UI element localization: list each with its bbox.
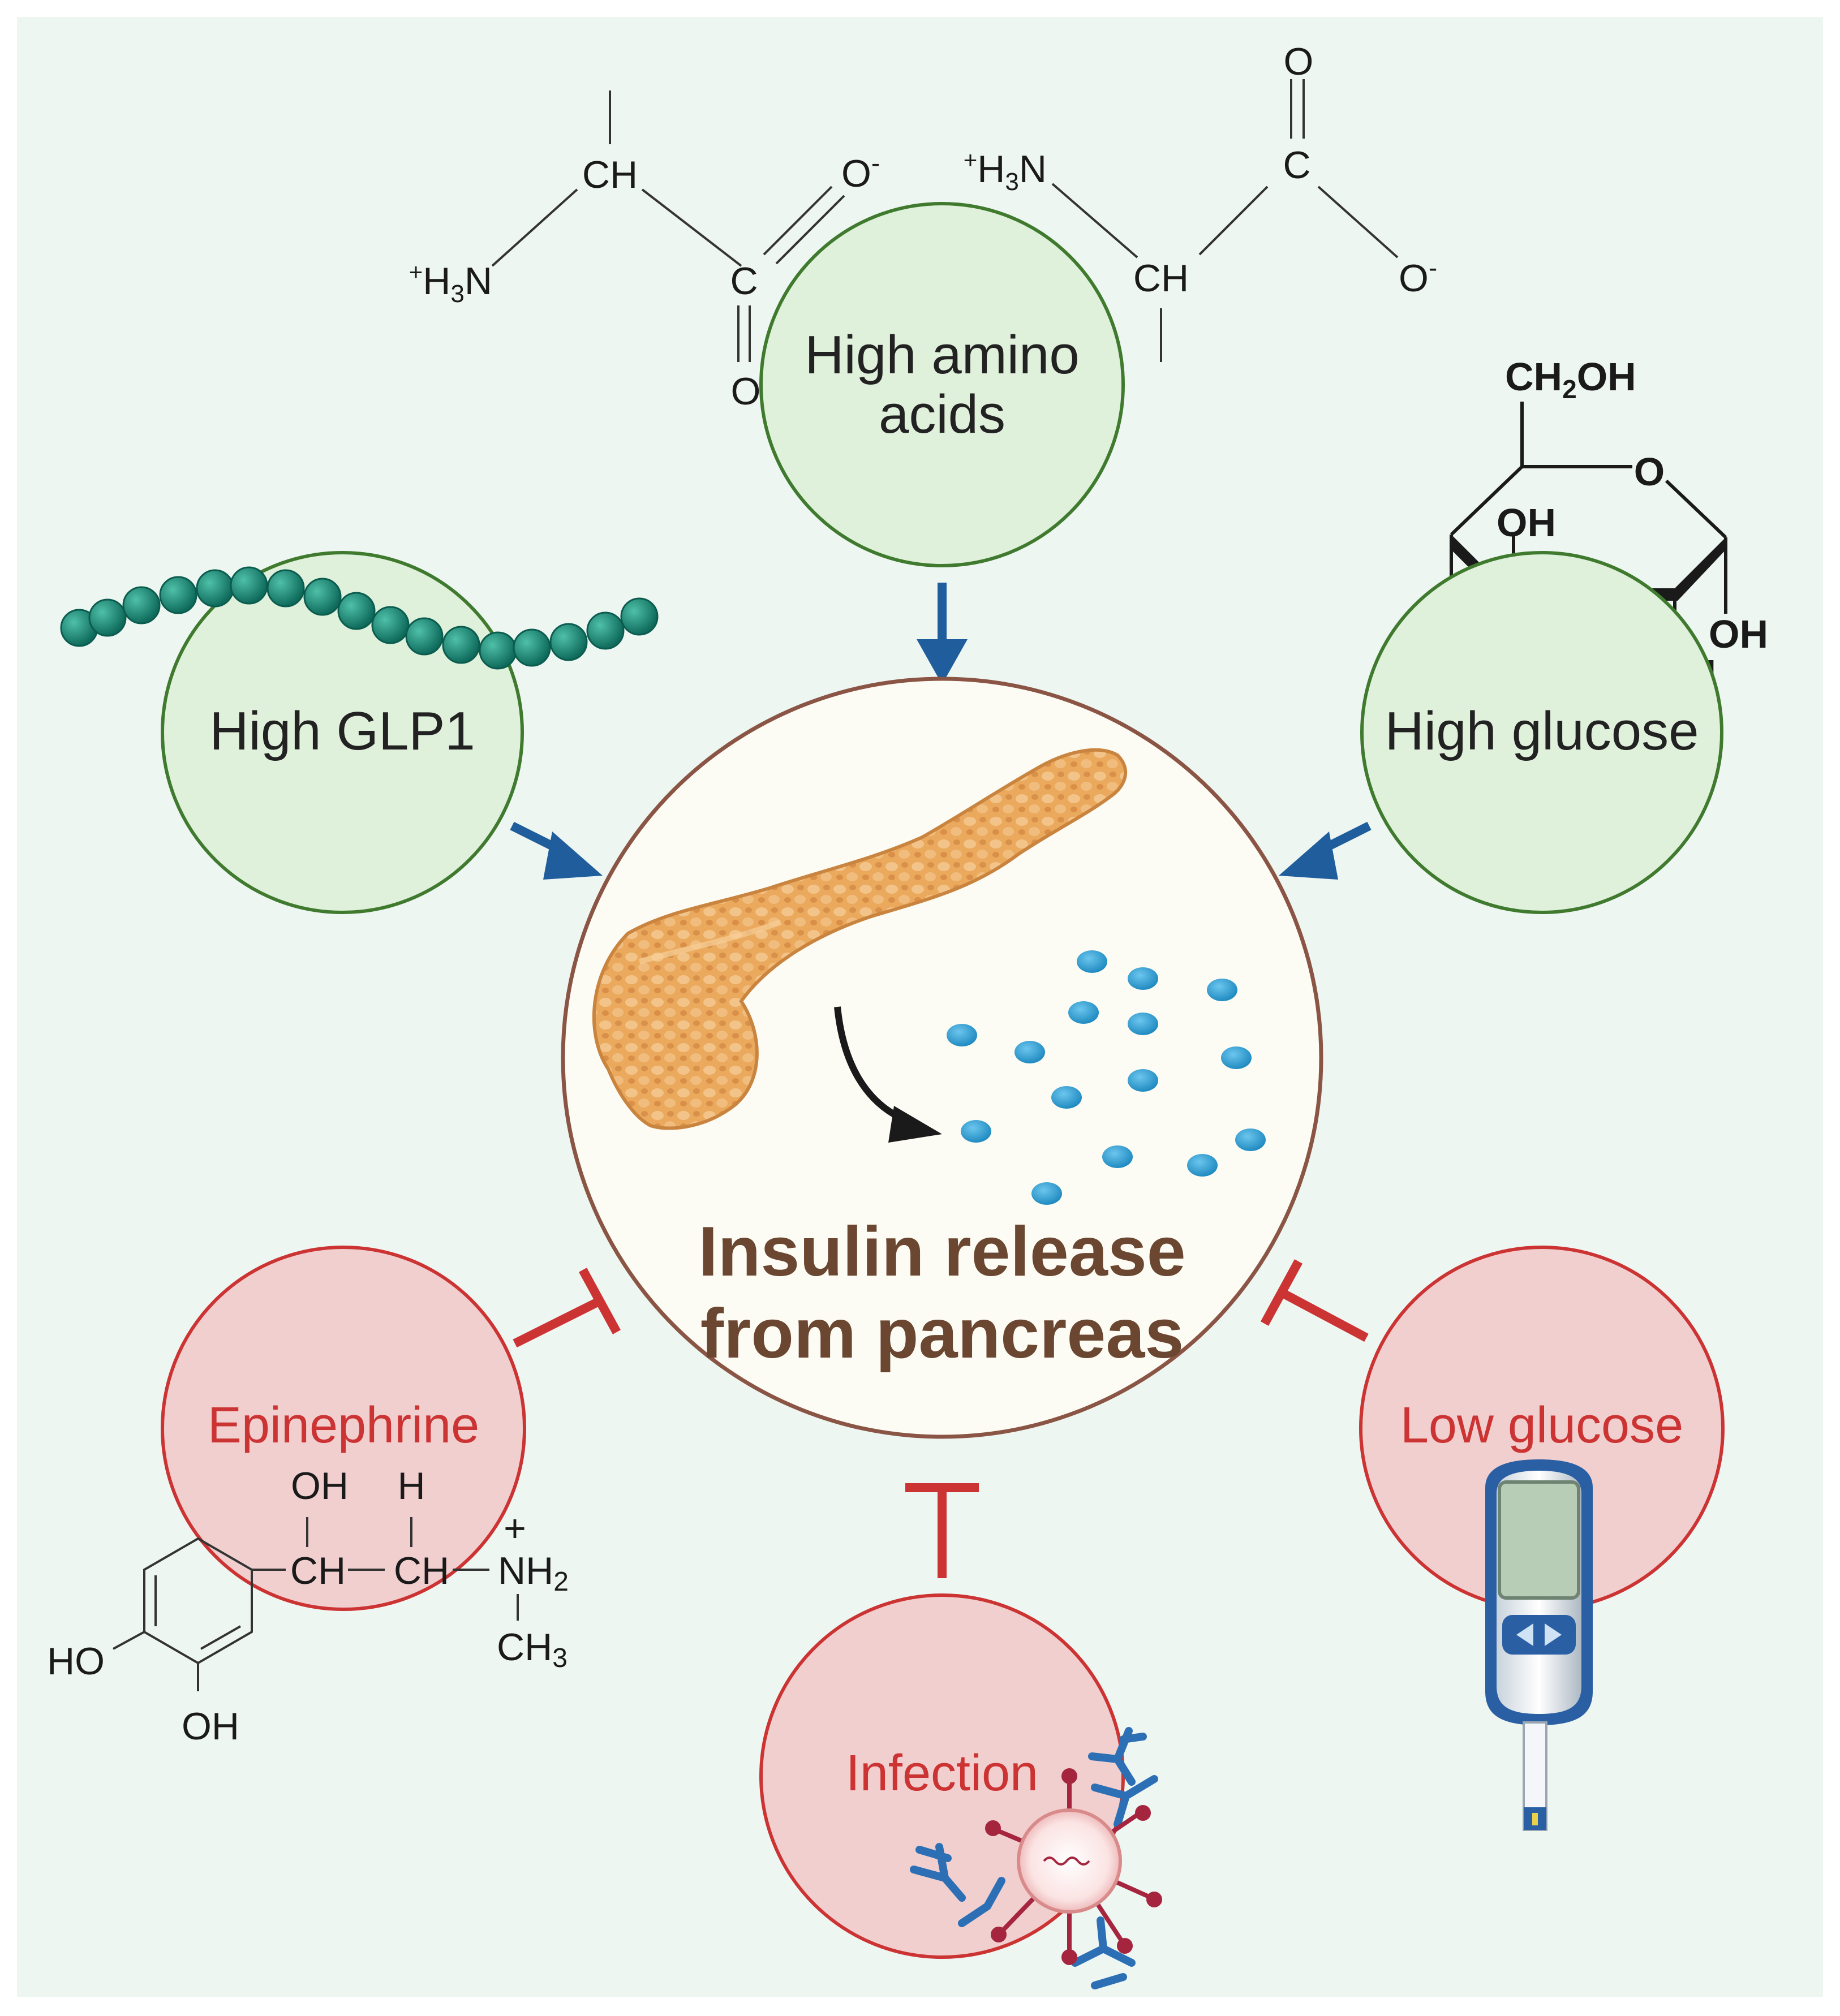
aa1-ch-label: CH	[582, 153, 638, 196]
aa2-ch-label: CH	[1133, 257, 1189, 300]
high-glp1-label: High GLP1	[209, 701, 475, 761]
epinephrine-label: Epinephrine	[208, 1397, 479, 1454]
arrow-glucose-to-center	[1279, 821, 1372, 880]
virus-antibody-icon	[910, 1727, 1162, 1989]
peptide-bead	[122, 586, 161, 624]
aa1-c-label: C	[730, 260, 758, 303]
glucose-ch2oh-label: CH2OH	[1505, 355, 1636, 404]
insulin-granule	[1102, 1145, 1133, 1168]
high-amino-acids-label-line2: acids	[879, 384, 1005, 445]
glucometer-screen	[1498, 1480, 1580, 1600]
peptide-bead	[196, 569, 234, 608]
peptide-bead	[513, 628, 551, 667]
epi-plus-label: +	[504, 1507, 526, 1550]
epinephrine-circle	[161, 1246, 526, 1611]
epi-ch1-label: CH	[290, 1549, 346, 1592]
epi-oh-bottom-label: OH	[182, 1705, 239, 1748]
secretion-curved-arrow	[834, 1006, 942, 1143]
center-title-line1: Insulin release	[698, 1213, 1186, 1291]
peptide-bead	[586, 611, 625, 650]
low-glucose-label: Low glucose	[1400, 1397, 1683, 1454]
inhibit-infection-to-center	[905, 1483, 979, 1578]
peptide-bead	[266, 569, 305, 608]
peptide-bead	[337, 592, 376, 630]
peptide-bead	[620, 597, 659, 636]
inhibit-low-glucose-to-center	[1260, 1259, 1369, 1342]
inhibit-bars	[513, 1259, 1369, 1578]
insulin-granule	[1068, 1001, 1099, 1024]
insulin-granule	[1128, 1013, 1158, 1035]
peptide-chain-icon	[60, 566, 659, 670]
epi-ch2-label: CH	[394, 1549, 449, 1592]
peptide-bead	[159, 576, 197, 614]
peptide-bead	[442, 626, 480, 664]
peptide-bead	[88, 598, 127, 637]
glucometer-icon	[1485, 1459, 1593, 1831]
aa2-c-label: C	[1283, 144, 1310, 187]
virus-body	[1017, 1808, 1122, 1914]
insulin-granule	[1051, 1086, 1082, 1109]
peptide-bead	[230, 566, 268, 605]
antibodies	[910, 1727, 1158, 1989]
high-amino-acids-label-line1: High amino	[805, 325, 1080, 385]
aa2-o-top-label: O	[1284, 40, 1314, 83]
epi-ho-label: HO	[47, 1640, 105, 1683]
insulin-granule	[1221, 1046, 1252, 1069]
insulin-granule	[1187, 1154, 1218, 1177]
insulin-granule	[947, 1024, 977, 1046]
insulin-granule	[1128, 1069, 1158, 1092]
glucometer-button-panel	[1502, 1615, 1576, 1655]
insulin-granule	[961, 1120, 991, 1143]
peptide-bead	[405, 617, 444, 656]
center-title-line2: from pancreas	[700, 1295, 1184, 1373]
amino-acid-structures-icon: CH +H3N C O- O +H3N C O CH O-	[409, 40, 1437, 413]
aa2-h3n-label: +H3N	[964, 147, 1047, 196]
peptide-bead	[371, 606, 410, 644]
aa2-o-minus-label: O-	[1399, 253, 1437, 300]
peptide-bead	[549, 623, 588, 661]
glucose-ring-o-label: O	[1634, 450, 1665, 494]
insulin-granule	[1128, 967, 1158, 990]
high-glucose-label: High glucose	[1385, 701, 1699, 761]
aa1-h3n-label: +H3N	[409, 259, 492, 308]
glucometer-right-button	[1545, 1623, 1562, 1646]
pancreas-icon	[592, 748, 1128, 1130]
aa1-o-label: O	[731, 370, 761, 413]
epi-nh2-label: NH2	[498, 1549, 569, 1597]
inhibit-epinephrine-to-center	[513, 1268, 621, 1348]
arrow-amino-to-center	[917, 583, 968, 684]
insulin-granule	[1014, 1041, 1045, 1063]
insulin-granule	[1207, 979, 1237, 1001]
glucose-oh-1-label: OH	[1497, 501, 1556, 545]
glucometer-left-button	[1516, 1623, 1533, 1646]
peptide-bead	[303, 578, 342, 616]
epi-oh-top-label: OH	[291, 1464, 349, 1507]
glucose-oh-3-label: OH	[1709, 612, 1768, 656]
peptide-bead	[479, 631, 517, 670]
aa1-o-minus-label: O-	[841, 148, 880, 195]
insulin-granules	[947, 950, 1266, 1205]
insulin-granule	[1031, 1182, 1062, 1205]
epi-ch3-label: CH3	[497, 1626, 568, 1673]
epi-h-top-label: H	[397, 1464, 425, 1507]
arrow-glp1-to-center	[510, 821, 603, 880]
high-amino-acids-circle	[759, 202, 1125, 567]
high-glucose-circle	[1360, 551, 1723, 914]
stimulate-arrows	[510, 583, 1372, 880]
insulin-granule	[1235, 1128, 1266, 1151]
insulin-release-center-circle	[561, 677, 1323, 1439]
infection-label: Infection	[846, 1745, 1038, 1802]
insulin-granule	[1077, 950, 1107, 973]
epinephrine-structure-icon: OH H CH CH + NH2 CH3 HO OH	[47, 1464, 569, 1748]
